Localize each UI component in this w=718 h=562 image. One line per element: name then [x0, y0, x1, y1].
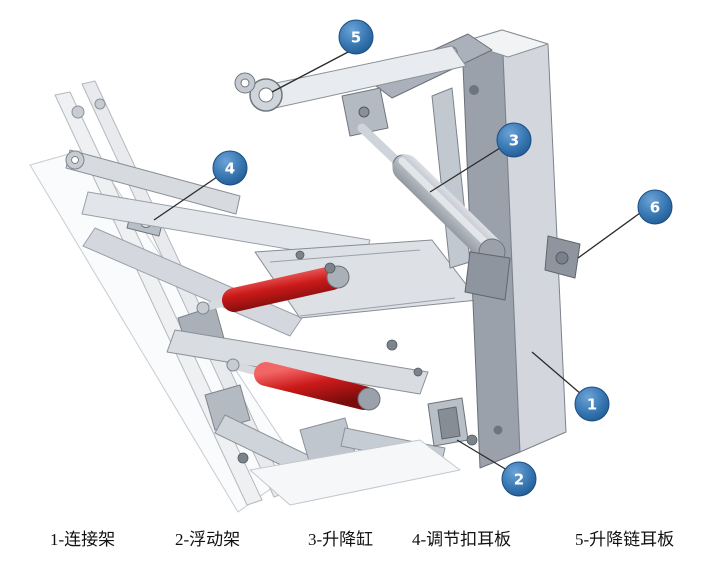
lift-cylinder: [357, 123, 511, 301]
callout-1-number: 1: [587, 396, 597, 414]
callout-3-number: 3: [509, 132, 519, 150]
side-lug: [544, 235, 581, 279]
callout-4-number: 4: [225, 160, 235, 178]
callout-5: 5: [338, 19, 374, 55]
caption-item-5: 5-升降链耳板: [575, 530, 675, 549]
callout-leaders: [153, 50, 641, 471]
red-cylinder-lower: [226, 358, 381, 411]
leader-3: [429, 147, 501, 193]
leader-1: [531, 351, 582, 395]
callout-4: 4: [212, 150, 248, 186]
leader-5: [271, 50, 351, 93]
lower-frame: [166, 329, 461, 506]
leader-6: [577, 212, 641, 259]
cylinder-clevis: [341, 87, 389, 137]
caption-item-1: 1-连接架: [50, 530, 116, 549]
figure-caption: 1-连接架 2-浮动架 3-升降缸 4-调节扣耳板 5-升降链耳板: [0, 523, 718, 555]
callout-5-number: 5: [351, 29, 361, 47]
callout-3: 3: [496, 122, 532, 158]
floating-frame-bracket: [427, 397, 469, 447]
lifting-chain-ear-plate: [234, 45, 467, 112]
machine-assembly: [29, 29, 581, 513]
leader-4: [153, 176, 218, 221]
left-arm: [65, 149, 241, 215]
callout-1: 1: [574, 386, 610, 422]
callout-6: 6: [637, 189, 673, 225]
bolts: [237, 250, 478, 464]
callout-6-number: 6: [650, 199, 660, 217]
callout-2-number: 2: [514, 471, 524, 489]
caption-item-3: 3-升降缸: [308, 530, 374, 549]
leader-2: [456, 439, 508, 471]
caption-item-4: 4-调节扣耳板: [412, 530, 512, 549]
caption-item-2: 2-浮动架: [175, 530, 241, 549]
callout-2: 2: [501, 461, 537, 497]
